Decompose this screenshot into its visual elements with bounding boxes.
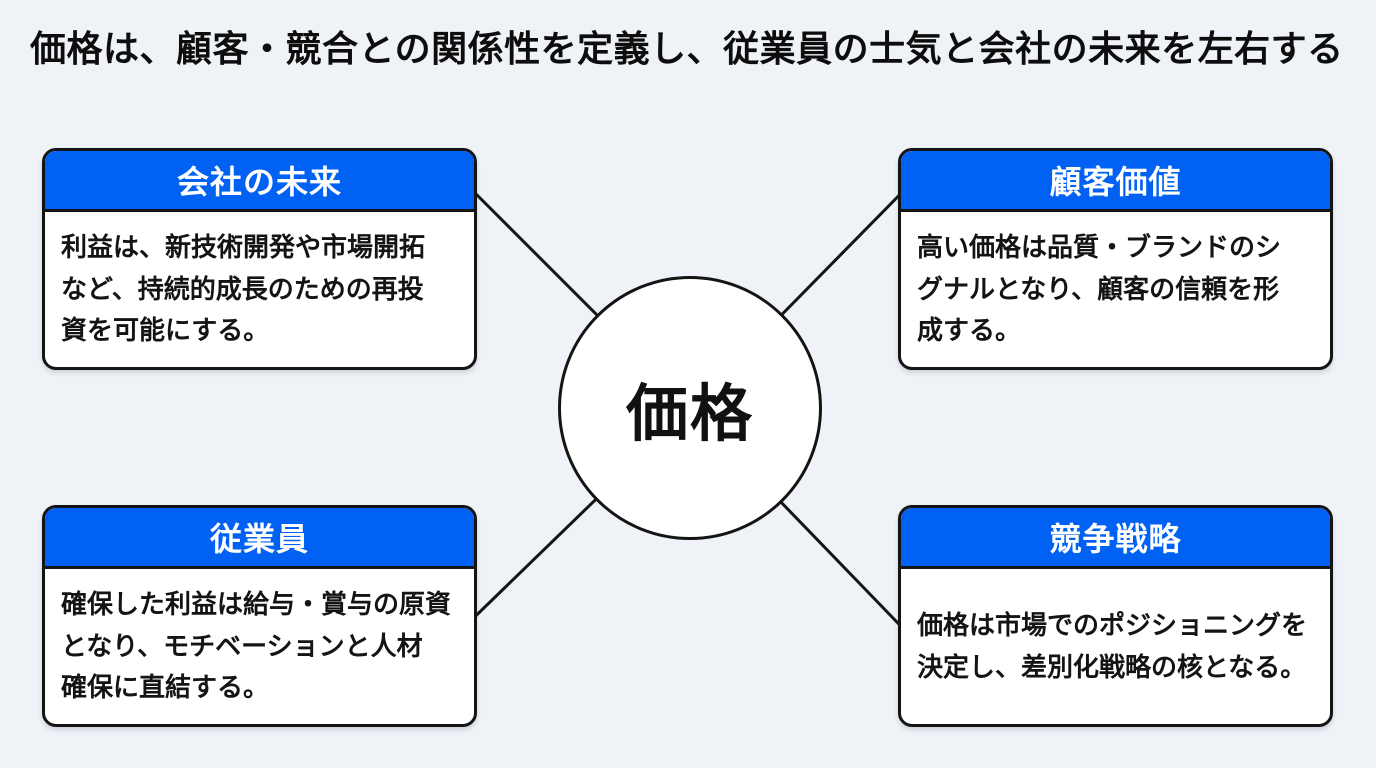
center-node-price: 価格 <box>558 276 822 540</box>
center-node-label: 価格 <box>625 380 754 449</box>
node-header: 顧客価値 <box>901 151 1330 212</box>
node-body: 利益は、新技術開発や市場開拓 など、持続的成長のための再投 資を可能にする。 <box>61 232 426 346</box>
node-header: 従業員 <box>45 508 474 569</box>
node-body: 高い価格は品質・ブランドのシ グナルとなり、顧客の信頼を形 成する。 <box>917 232 1282 346</box>
node-competitive-strategy: 競争戦略 価格は市場でのポジショニングを 決定し、差別化戦略の核となる。 <box>898 505 1333 727</box>
node-header: 競争戦略 <box>901 508 1330 569</box>
node-body: 確保した利益は給与・賞与の原資 となり、モチベーションと人材 確保に直結する。 <box>61 589 452 703</box>
node-company-future: 会社の未来 利益は、新技術開発や市場開拓 など、持続的成長のための再投 資を可能… <box>42 148 477 370</box>
diagram-title: 価格は、顧客・競合との関係性を定義し、従業員の士気と会社の未来を左右する <box>30 28 1344 69</box>
node-header: 会社の未来 <box>45 151 474 212</box>
node-body: 価格は市場でのポジショニングを 決定し、差別化戦略の核となる。 <box>917 609 1308 682</box>
node-customer-value: 顧客価値 高い価格は品質・ブランドのシ グナルとなり、顧客の信頼を形 成する。 <box>898 148 1333 370</box>
node-employees: 従業員 確保した利益は給与・賞与の原資 となり、モチベーションと人材 確保に直結… <box>42 505 477 727</box>
